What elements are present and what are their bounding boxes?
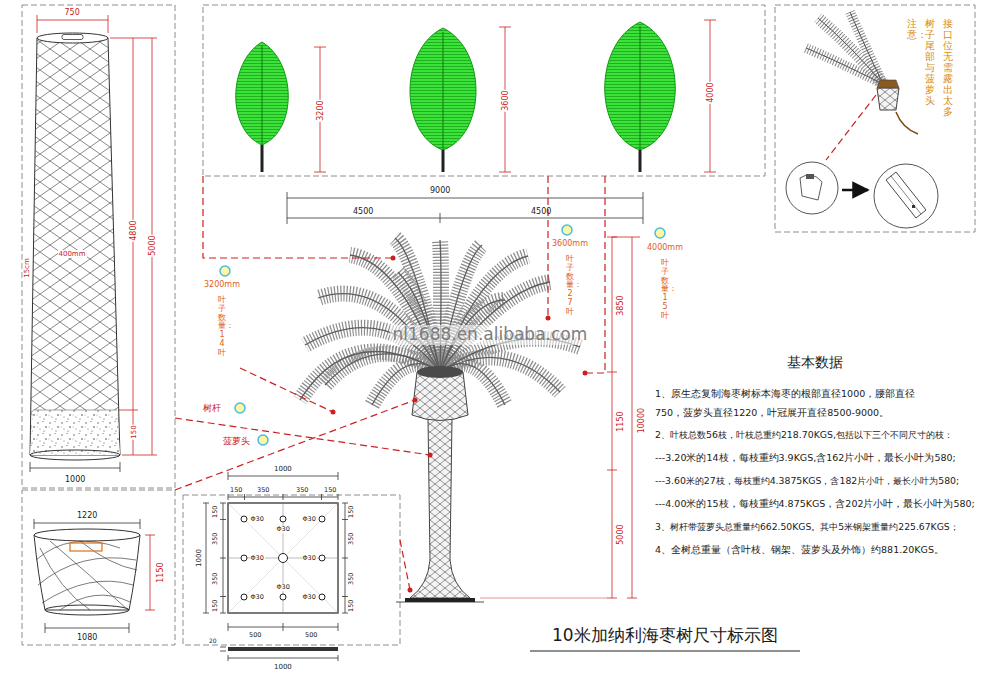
dimension-label: 3850 [616, 294, 625, 316]
part-label: 菠萝头 [223, 436, 250, 446]
dimension-label: 400mm [58, 250, 87, 258]
dimension-label: 1000 [274, 465, 292, 473]
dimension-label: 5000 [148, 234, 157, 256]
dimension-label: 3200 [316, 99, 325, 121]
dimension-label: 1000 [274, 663, 292, 671]
dimension-label: 20 [209, 638, 217, 645]
dimension-label: 4800 [129, 219, 138, 241]
note-text: 接口位无需露出太多 [943, 18, 953, 117]
dimension-label: 350 [257, 487, 269, 494]
data-line: ---4.00米的15枝，每枝重约4.875KGS，含202片小叶，最长小叶为5… [655, 499, 975, 510]
dimension-label: 150 [212, 505, 219, 517]
drawing-title: 10米加纳利海枣树尺寸标示图 [552, 626, 778, 646]
data-line: 3、树杆带菠萝头总重量约662.50KGS。其中5米钢架重量约225.67KGS… [655, 522, 959, 533]
hole-label: Φ30 [276, 526, 291, 533]
dimension-label: 150 [348, 599, 355, 611]
dimension-label: 5000 [616, 523, 625, 545]
dimension-label: 350 [212, 532, 219, 544]
callout-text: 叶子数量：27叶 [566, 255, 574, 317]
dimension-label: 10000 [637, 406, 646, 433]
callout-text: 3600mm [552, 239, 588, 248]
data-line: 1、原生态复制海枣树标本海枣的根部直径1000，腰部直径750，菠萝头直径122… [655, 384, 940, 422]
data-line: 4、全树总重量（含叶枝、钢架、菠萝头及外饰）约881.20KGS。 [655, 545, 944, 556]
dimension-label: 500 [305, 632, 317, 639]
dimension-label: 150 [324, 487, 336, 494]
dimension-label: 150 [348, 505, 355, 517]
callout-text: 3200mm [204, 280, 240, 289]
watermark: nl1688.en.alibaba.com [390, 325, 591, 345]
note-text: 树子尾部与菠萝头 [925, 18, 935, 106]
dimension-label: 350 [348, 532, 355, 544]
data-line: ---3.20米的14枝，每枝重约3.9KGS,含162片小叶，最长小叶为580… [655, 453, 956, 464]
dimension-label: 1220 [77, 511, 97, 520]
hole-label: Φ30 [302, 555, 317, 562]
dimension-label: 15cm [23, 257, 31, 279]
dimension-label: 150 [129, 424, 137, 439]
data-line: 2、叶枝总数56枝，叶枝总重约218.70KGS,包括以下三个不同尺寸的枝： [655, 430, 953, 441]
hole-label: Φ30 [250, 516, 265, 523]
dimension-label: 350 [212, 572, 219, 584]
dimension-label: 4000 [706, 81, 715, 103]
dimension-label: 150 [212, 599, 219, 611]
dimension-label: 350 [348, 572, 355, 584]
hole-label: Φ30 [302, 594, 317, 601]
hole-label: Φ30 [276, 584, 291, 591]
dimension-label: 750 [65, 8, 80, 17]
callout-text: 叶子数量：14叶 [218, 296, 226, 358]
dimension-label: 150 [230, 487, 242, 494]
hole-label: Φ30 [302, 516, 317, 523]
dimension-label: 3600 [501, 89, 510, 111]
part-label: 树杆 [203, 403, 221, 413]
dimension-label: 1000 [65, 475, 85, 484]
dimension-label: 1080 [77, 633, 97, 642]
hole-label: Φ30 [250, 594, 265, 601]
dimension-label: 9000 [430, 186, 450, 195]
callout-text: 叶子数量：15叶 [661, 259, 669, 321]
hole-label: Φ30 [250, 555, 265, 562]
data-heading: 基本数据 [787, 354, 843, 370]
dimension-label: 4500 [353, 207, 373, 216]
dimension-label: 1000 [195, 549, 203, 567]
dimension-label: 4500 [531, 207, 551, 216]
note-text: 注意： [907, 18, 917, 40]
dimension-label: 1150 [156, 562, 165, 582]
dimension-label: 350 [296, 487, 308, 494]
data-line: ---3.60米的27枝，每枝重约4.3875KGS，含182片小叶，最长小叶为… [655, 476, 959, 487]
callout-text: 4000mm [647, 243, 683, 252]
dimension-label: 500 [249, 632, 261, 639]
dimension-label: 1150 [616, 410, 625, 432]
